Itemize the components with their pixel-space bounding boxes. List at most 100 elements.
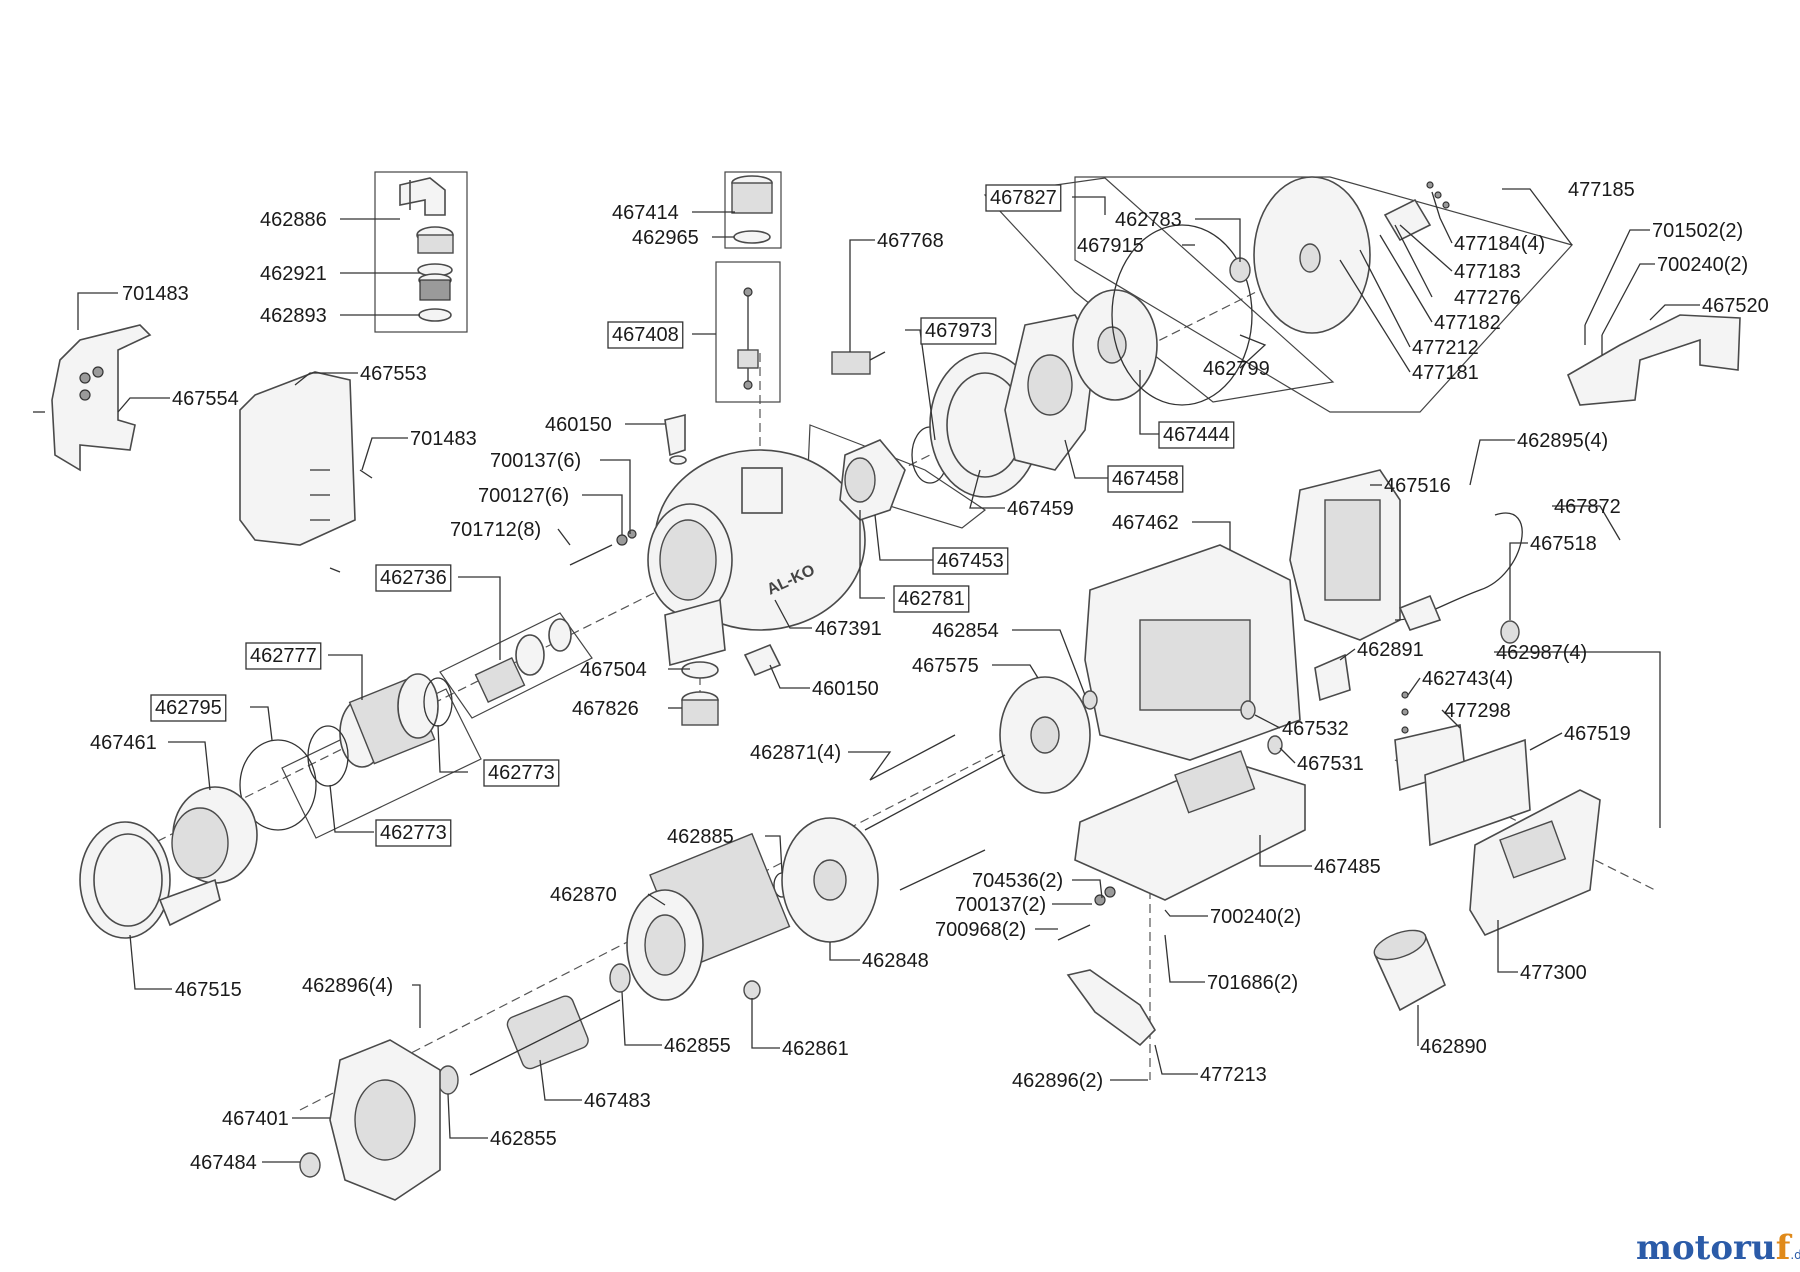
part-label-467458: 467458 bbox=[1112, 468, 1179, 490]
part-label-4771844: 477184(4) bbox=[1454, 233, 1545, 255]
part-label-462890: 462890 bbox=[1420, 1036, 1487, 1058]
part-label-box bbox=[1158, 421, 1235, 449]
part-label-7001276: 700127(6) bbox=[478, 485, 569, 507]
part-label-4628954: 462895(4) bbox=[1517, 430, 1608, 452]
part-label-477183: 477183 bbox=[1454, 261, 1521, 283]
part-label-box bbox=[375, 564, 452, 592]
part-label-477182: 477182 bbox=[1434, 312, 1501, 334]
part-label-4628964: 462896(4) bbox=[302, 975, 393, 997]
watermark-part1: moto bbox=[1636, 1228, 1734, 1268]
part-label-467461: 467461 bbox=[90, 732, 157, 754]
part-label-467408: 467408 bbox=[612, 324, 679, 346]
part-label-467915: 467915 bbox=[1077, 235, 1144, 257]
part-label-462773: 462773 bbox=[488, 762, 555, 784]
part-label-701483: 701483 bbox=[410, 428, 477, 450]
part-label-467553: 467553 bbox=[360, 363, 427, 385]
part-label-box bbox=[932, 547, 1009, 575]
part-label-box bbox=[893, 585, 970, 613]
part-label-7015022: 701502(2) bbox=[1652, 220, 1743, 242]
part-label-462965: 462965 bbox=[632, 227, 699, 249]
watermark-suffix: .de bbox=[1790, 1248, 1800, 1262]
watermark-part2: r bbox=[1733, 1228, 1751, 1268]
part-label-462848: 462848 bbox=[862, 950, 929, 972]
part-label-7016862: 701686(2) bbox=[1207, 972, 1298, 994]
part-label-462736: 462736 bbox=[380, 567, 447, 589]
part-label-box bbox=[375, 819, 452, 847]
part-label-462799: 462799 bbox=[1203, 358, 1270, 380]
part-label-467414: 467414 bbox=[612, 202, 679, 224]
part-label-box bbox=[920, 317, 997, 345]
part-label-462870: 462870 bbox=[550, 884, 617, 906]
part-label-462795: 462795 bbox=[155, 697, 222, 719]
part-label-467401: 467401 bbox=[222, 1108, 289, 1130]
part-label-462893: 462893 bbox=[260, 305, 327, 327]
part-drawings: AL-KO bbox=[33, 175, 1741, 1201]
part-label-box bbox=[1107, 465, 1184, 493]
part-label-467484: 467484 bbox=[190, 1152, 257, 1174]
part-label-467516: 467516 bbox=[1384, 475, 1451, 497]
part-label-467531: 467531 bbox=[1297, 753, 1364, 775]
part-label-462855: 462855 bbox=[664, 1035, 731, 1057]
part-label-460150: 460150 bbox=[812, 678, 879, 700]
part-label-462921: 462921 bbox=[260, 263, 327, 285]
part-label-467973: 467973 bbox=[925, 320, 992, 342]
leader-lines bbox=[77, 188, 1700, 1163]
part-label-467827: 467827 bbox=[990, 187, 1057, 209]
part-label-467485: 467485 bbox=[1314, 856, 1381, 878]
part-label-462781: 462781 bbox=[898, 588, 965, 610]
part-label-467462: 467462 bbox=[1112, 512, 1179, 534]
part-label-462886: 462886 bbox=[260, 209, 327, 231]
part-label-4628962: 462896(2) bbox=[1012, 1070, 1103, 1092]
part-label-477300: 477300 bbox=[1520, 962, 1587, 984]
part-label-box bbox=[150, 694, 227, 722]
part-label-7001372: 700137(2) bbox=[955, 894, 1046, 916]
part-label-7002402: 700240(2) bbox=[1210, 906, 1301, 928]
part-label-467575: 467575 bbox=[912, 655, 979, 677]
part-label-467391: 467391 bbox=[815, 618, 882, 640]
part-label-box bbox=[985, 184, 1062, 212]
part-label-467483: 467483 bbox=[584, 1090, 651, 1112]
part-label-477212: 477212 bbox=[1412, 337, 1479, 359]
part-label-7001376: 700137(6) bbox=[490, 450, 581, 472]
part-label-7009682: 700968(2) bbox=[935, 919, 1026, 941]
part-label-477181: 477181 bbox=[1412, 362, 1479, 384]
part-label-467519: 467519 bbox=[1564, 723, 1631, 745]
part-label-462855: 462855 bbox=[490, 1128, 557, 1150]
part-label-467515: 467515 bbox=[175, 979, 242, 1001]
part-label-467554: 467554 bbox=[172, 388, 239, 410]
part-label-462885: 462885 bbox=[667, 826, 734, 848]
part-label-477185: 477185 bbox=[1568, 179, 1635, 201]
part-label-701483: 701483 bbox=[122, 283, 189, 305]
watermark-logo: motoruf.de bbox=[1636, 1228, 1800, 1268]
part-label-462773: 462773 bbox=[380, 822, 447, 844]
part-label-7002402: 700240(2) bbox=[1657, 254, 1748, 276]
part-label-box bbox=[245, 642, 322, 670]
part-label-477276: 477276 bbox=[1454, 287, 1521, 309]
part-label-4628714: 462871(4) bbox=[750, 742, 841, 764]
part-label-462891: 462891 bbox=[1357, 639, 1424, 661]
watermark-part3: u bbox=[1750, 1228, 1776, 1268]
part-label-467520: 467520 bbox=[1702, 295, 1769, 317]
part-labels: 701483 467554 462886 462921 462893 467553 7014… bbox=[90, 179, 1769, 1174]
part-label-477298: 477298 bbox=[1444, 700, 1511, 722]
part-label-467768: 467768 bbox=[877, 230, 944, 252]
part-label-467459: 467459 bbox=[1007, 498, 1074, 520]
part-label-462854: 462854 bbox=[932, 620, 999, 642]
part-label-box bbox=[607, 321, 684, 349]
part-label-467826: 467826 bbox=[572, 698, 639, 720]
part-label-box bbox=[483, 759, 560, 787]
part-label-467532: 467532 bbox=[1282, 718, 1349, 740]
part-label-467453: 467453 bbox=[937, 550, 1004, 572]
part-label-462777: 462777 bbox=[250, 645, 317, 667]
part-label-7017128: 701712(8) bbox=[450, 519, 541, 541]
part-label-462861: 462861 bbox=[782, 1038, 849, 1060]
part-label-7045362: 704536(2) bbox=[972, 870, 1063, 892]
part-label-467872: 467872 bbox=[1554, 496, 1621, 518]
part-label-460150: 460150 bbox=[545, 414, 612, 436]
part-label-477213: 477213 bbox=[1200, 1064, 1267, 1086]
part-label-467518: 467518 bbox=[1530, 533, 1597, 555]
part-label-467444: 467444 bbox=[1163, 424, 1230, 446]
part-label-4629874: 462987(4) bbox=[1496, 642, 1587, 664]
